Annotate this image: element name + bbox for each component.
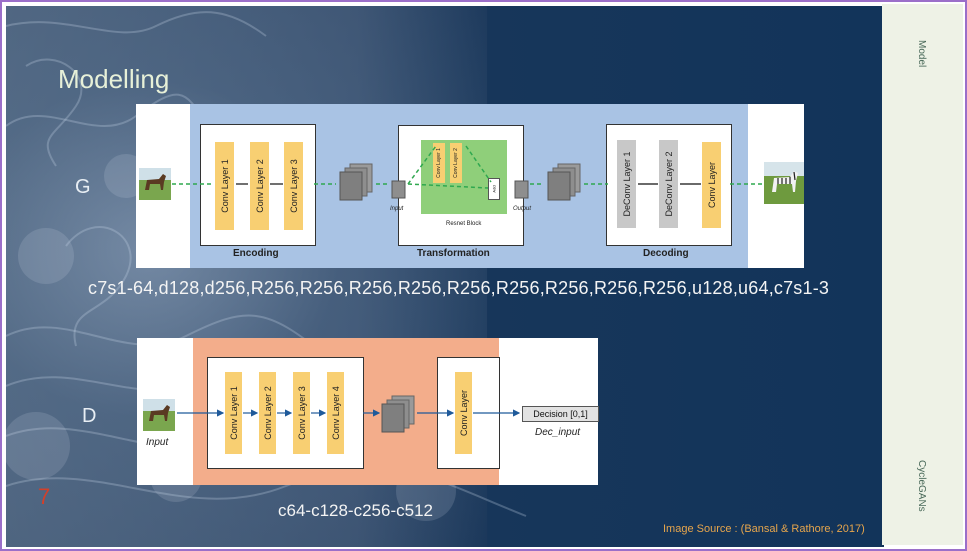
sidebar-section-bottom: CycleGANs (916, 460, 927, 512)
feature-map-icon (391, 180, 406, 199)
slide-number: 7 (38, 484, 51, 509)
disc-conv-layer-3: Conv Layer 3 (293, 372, 310, 454)
zebra-image-icon (764, 162, 804, 204)
discriminator-connectors (177, 409, 521, 417)
feature-map-icon (381, 395, 415, 433)
slide-sidebar: Model CycleGANs (882, 4, 963, 545)
feature-map-icon (339, 163, 373, 201)
decoding-conv-layer: Conv Layer (702, 142, 721, 228)
feature-map-icon (514, 180, 529, 199)
decision-output-box: Decision [0,1] (522, 406, 599, 422)
resnet-input-label: Input (390, 206, 404, 212)
disc-conv-layer-1: Conv Layer 1 (225, 372, 242, 454)
sidebar-section-top: Model (916, 40, 927, 68)
resnet-conv-layer-1: Conv Layer 1 (433, 143, 445, 183)
encoding-conv-layer-2: Conv Layer 2 (250, 142, 269, 230)
encoding-caption: Encoding (233, 248, 279, 259)
image-source-credit: Image Source : (Bansal & Rathore, 2017) (663, 523, 865, 535)
horse-image-icon (139, 168, 171, 200)
resnet-caption: Resnet Block (446, 221, 482, 227)
discriminator-architecture-spec: c64-c128-c256-c512 (278, 501, 433, 520)
disc-final-conv-layer: Conv Layer (455, 372, 472, 454)
feature-map-icon (547, 163, 581, 201)
transformation-caption: Transformation (417, 248, 490, 259)
decoding-deconv-layer-1: DeConv Layer 1 (617, 140, 636, 228)
generator-architecture-spec: c7s1-64,d128,d256,R256,R256,R256,R256,R2… (88, 278, 830, 298)
decoding-deconv-layer-2: DeConv Layer 2 (659, 140, 678, 228)
resnet-add-node: Add (488, 178, 500, 200)
encoding-conv-layer-3: Conv Layer 3 (284, 142, 303, 230)
generator-connectors (172, 145, 764, 189)
resnet-output-label: Output (513, 206, 532, 212)
horse-image-icon (143, 399, 175, 431)
generator-label: G (75, 176, 91, 198)
slide-title: Modelling (58, 64, 170, 94)
disc-conv-layer-2: Conv Layer 2 (259, 372, 276, 454)
discriminator-output-label: Dec_input (535, 427, 581, 438)
decoding-caption: Decoding (643, 248, 689, 259)
resnet-conv-layer-2: Conv Layer 2 (450, 143, 462, 183)
discriminator-input-label: Input (146, 437, 169, 448)
discriminator-label: D (82, 405, 97, 427)
disc-conv-layer-4: Conv Layer 4 (327, 372, 344, 454)
encoding-conv-layer-1: Conv Layer 1 (215, 142, 234, 230)
